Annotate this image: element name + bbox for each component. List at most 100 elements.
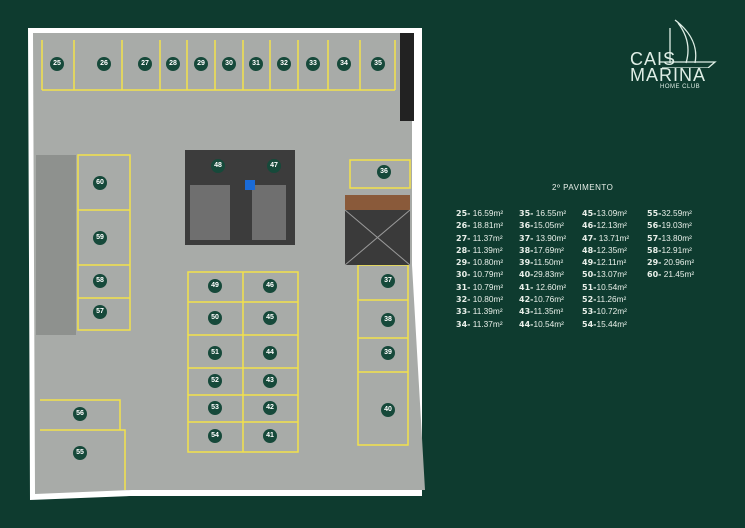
parking-spot[interactable]: 50 — [208, 311, 222, 325]
legend-entry — [647, 294, 717, 304]
parking-spot[interactable]: 56 — [73, 407, 87, 421]
spot-area: 10.79m² — [470, 281, 504, 292]
legend-entry: 47- 13.71m² — [582, 233, 647, 243]
parking-spot[interactable]: 33 — [306, 57, 320, 71]
legend-entry: 34- 11.37m² — [456, 319, 519, 329]
legend-entry: 32- 10.80m² — [456, 294, 519, 304]
legend-entry: 25- 16.59m² — [456, 208, 519, 218]
parking-spot[interactable]: 45 — [263, 311, 277, 325]
legend-entry: 27- 11.37m² — [456, 233, 519, 243]
parking-spot[interactable]: 57 — [93, 305, 107, 319]
parking-spot[interactable]: 46 — [263, 279, 277, 293]
legend-entry: 39-11.50m² — [519, 257, 582, 267]
spot-number: 29- — [456, 258, 471, 268]
parking-spot[interactable]: 55 — [73, 446, 87, 460]
brand-logo: CAIS MARINA HOME CLUB — [620, 18, 730, 90]
parking-spot[interactable]: 48 — [211, 159, 225, 173]
spot-area: 11.26m² — [596, 294, 627, 305]
spot-area: 10.80m² — [470, 294, 504, 305]
legend-entry: 58-12.91m² — [647, 245, 717, 255]
parking-spot[interactable]: 42 — [263, 401, 277, 415]
spot-area: 13.80m² — [661, 232, 692, 243]
legend-entry: 36-15.05m² — [519, 220, 582, 230]
spot-area: 12.91m² — [661, 244, 692, 255]
spot-number: 39- — [519, 258, 534, 268]
parking-spot[interactable]: 51 — [208, 346, 222, 360]
parking-spot[interactable]: 25 — [50, 57, 64, 71]
spot-area: 17.69m² — [533, 244, 564, 255]
spot-area: 11.37m² — [470, 318, 503, 329]
parking-spot[interactable]: 38 — [381, 313, 395, 327]
parking-spot[interactable]: 59 — [93, 231, 107, 245]
parking-spot[interactable]: 41 — [263, 429, 277, 443]
parking-spot[interactable]: 31 — [249, 57, 263, 71]
spot-number: 30- — [456, 270, 471, 280]
spot-area: 32.59m² — [661, 208, 692, 218]
parking-spot[interactable]: 35 — [371, 57, 385, 71]
spot-area: 10.79m² — [470, 269, 504, 280]
legend-entry: 35- 16.55m² — [519, 208, 582, 218]
spot-number: 45- — [582, 209, 597, 218]
parking-spot[interactable]: 47 — [267, 159, 281, 173]
parking-spot[interactable]: 49 — [208, 279, 222, 293]
parking-spot[interactable]: 36 — [377, 165, 391, 179]
legend-entry: 50-13.07m² — [582, 269, 647, 279]
spot-number: 25- — [456, 209, 471, 218]
spot-area: 13.07m² — [596, 269, 627, 280]
parking-spot[interactable]: 54 — [208, 429, 222, 443]
legend-entry: 45-13.09m² — [582, 208, 647, 218]
spot-number: 54- — [582, 319, 597, 329]
spot-area: 11.50m² — [533, 257, 564, 268]
parking-spot[interactable]: 32 — [277, 57, 291, 71]
spot-number: 56- — [647, 221, 662, 231]
legend-entry: 30- 10.79m² — [456, 269, 519, 279]
parking-spot[interactable]: 34 — [337, 57, 351, 71]
parking-spot[interactable]: 27 — [138, 57, 152, 71]
legend-entry — [647, 282, 717, 292]
parking-spot[interactable]: 52 — [208, 374, 222, 388]
parking-spot[interactable]: 39 — [381, 346, 395, 360]
parking-spot[interactable]: 44 — [263, 346, 277, 360]
legend-entry: 42-10.76m² — [519, 294, 582, 304]
legend-entry: 49-12.11m² — [582, 257, 647, 267]
parking-spot[interactable]: 43 — [263, 374, 277, 388]
parking-spot[interactable]: 29 — [194, 57, 208, 71]
spot-area: 12.13m² — [596, 220, 627, 231]
spot-area: 21.45m² — [661, 269, 695, 280]
legend-entry — [647, 319, 717, 329]
parking-spot[interactable]: 30 — [222, 57, 236, 71]
spot-number: 43- — [519, 307, 534, 317]
spot-number: 51- — [582, 282, 597, 292]
spot-number: 35- — [519, 209, 534, 218]
spot-area: 19.03m² — [661, 220, 692, 231]
spot-number: 32- — [456, 295, 471, 305]
legend-entry: 29- 10.80m² — [456, 257, 519, 267]
spot-area: 18.81m² — [470, 220, 504, 231]
spot-area: 15.44m² — [596, 318, 627, 329]
legend-entry: 29- 20.96m² — [647, 257, 717, 267]
parking-spot[interactable]: 28 — [166, 57, 180, 71]
spot-number: 38- — [519, 245, 534, 255]
brand-line1: CAIS — [630, 49, 677, 69]
parking-spot[interactable]: 58 — [93, 274, 107, 288]
spot-number: 52- — [582, 295, 597, 305]
spot-number: 55- — [647, 209, 662, 218]
legend-entry: 52-11.26m² — [582, 294, 647, 304]
spot-area: 11.39m² — [470, 244, 503, 255]
spot-number: 31- — [456, 282, 471, 292]
spot-area: 12.11m² — [596, 257, 627, 268]
parking-spot[interactable]: 37 — [381, 274, 395, 288]
spot-area: 10.54m² — [596, 281, 627, 292]
spot-number: 60- — [647, 270, 662, 280]
parking-spot[interactable]: 26 — [97, 57, 111, 71]
parking-spot[interactable]: 40 — [381, 403, 395, 417]
legend-entry: 55-32.59m² — [647, 208, 717, 218]
legend-entry: 41- 12.60m² — [519, 282, 582, 292]
legend-entry: 44-10.54m² — [519, 319, 582, 329]
parking-spot[interactable]: 60 — [93, 176, 107, 190]
parking-spot[interactable]: 53 — [208, 401, 222, 415]
legend-entry: 60- 21.45m² — [647, 269, 717, 279]
legend-entry: 57-13.80m² — [647, 233, 717, 243]
